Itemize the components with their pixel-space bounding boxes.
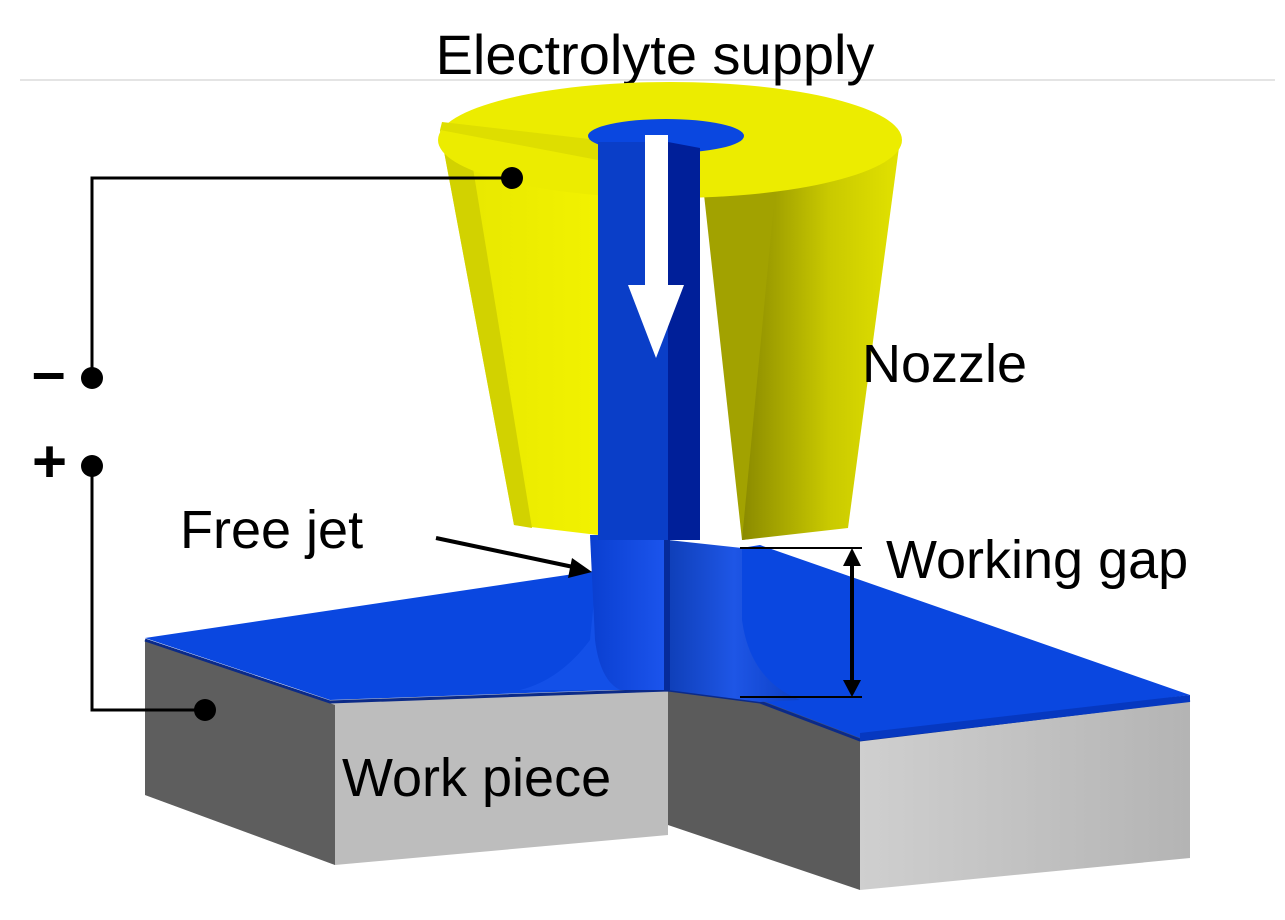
circuit [90, 176, 512, 712]
gap-arrow-up [843, 548, 861, 566]
free-jet-pointer-head [568, 558, 592, 578]
free-jet-label: Free jet [180, 500, 363, 560]
work-piece-right-face [860, 700, 1190, 890]
contact-workpiece [194, 699, 216, 721]
work-piece-cut-face [668, 688, 860, 890]
working-gap-dimension [740, 547, 862, 698]
nozzle-left-rim [440, 130, 532, 528]
wire-positive [90, 466, 205, 712]
wire-negative [90, 176, 512, 378]
jet-column-left [590, 535, 668, 690]
channel-right [668, 142, 700, 540]
nozzle-top-cut [440, 122, 598, 160]
terminal-negative [81, 367, 103, 389]
jet-column-right [668, 540, 800, 702]
nozzle-label: Nozzle [862, 334, 1027, 394]
negative-sign: – [32, 338, 65, 405]
down-arrow-icon [628, 135, 684, 358]
terminal-positive [81, 455, 103, 477]
diagram-title: Electrolyte supply [436, 23, 875, 86]
jet-inner-shadow [664, 540, 670, 690]
work-piece-left-edge [145, 640, 335, 865]
positive-sign: + [32, 428, 67, 495]
working-gap-label: Working gap [886, 530, 1188, 590]
contact-nozzle [501, 167, 523, 189]
nozzle-side-face [742, 140, 900, 540]
gap-arrow-down [843, 680, 861, 697]
free-jet-pointer [435, 536, 592, 578]
free-jet-pointer-line [435, 536, 579, 570]
work-piece-label: Work piece [342, 748, 611, 808]
electrolyte-edge-right [860, 695, 1190, 741]
free-jet [520, 535, 800, 702]
nozzle [438, 82, 902, 540]
